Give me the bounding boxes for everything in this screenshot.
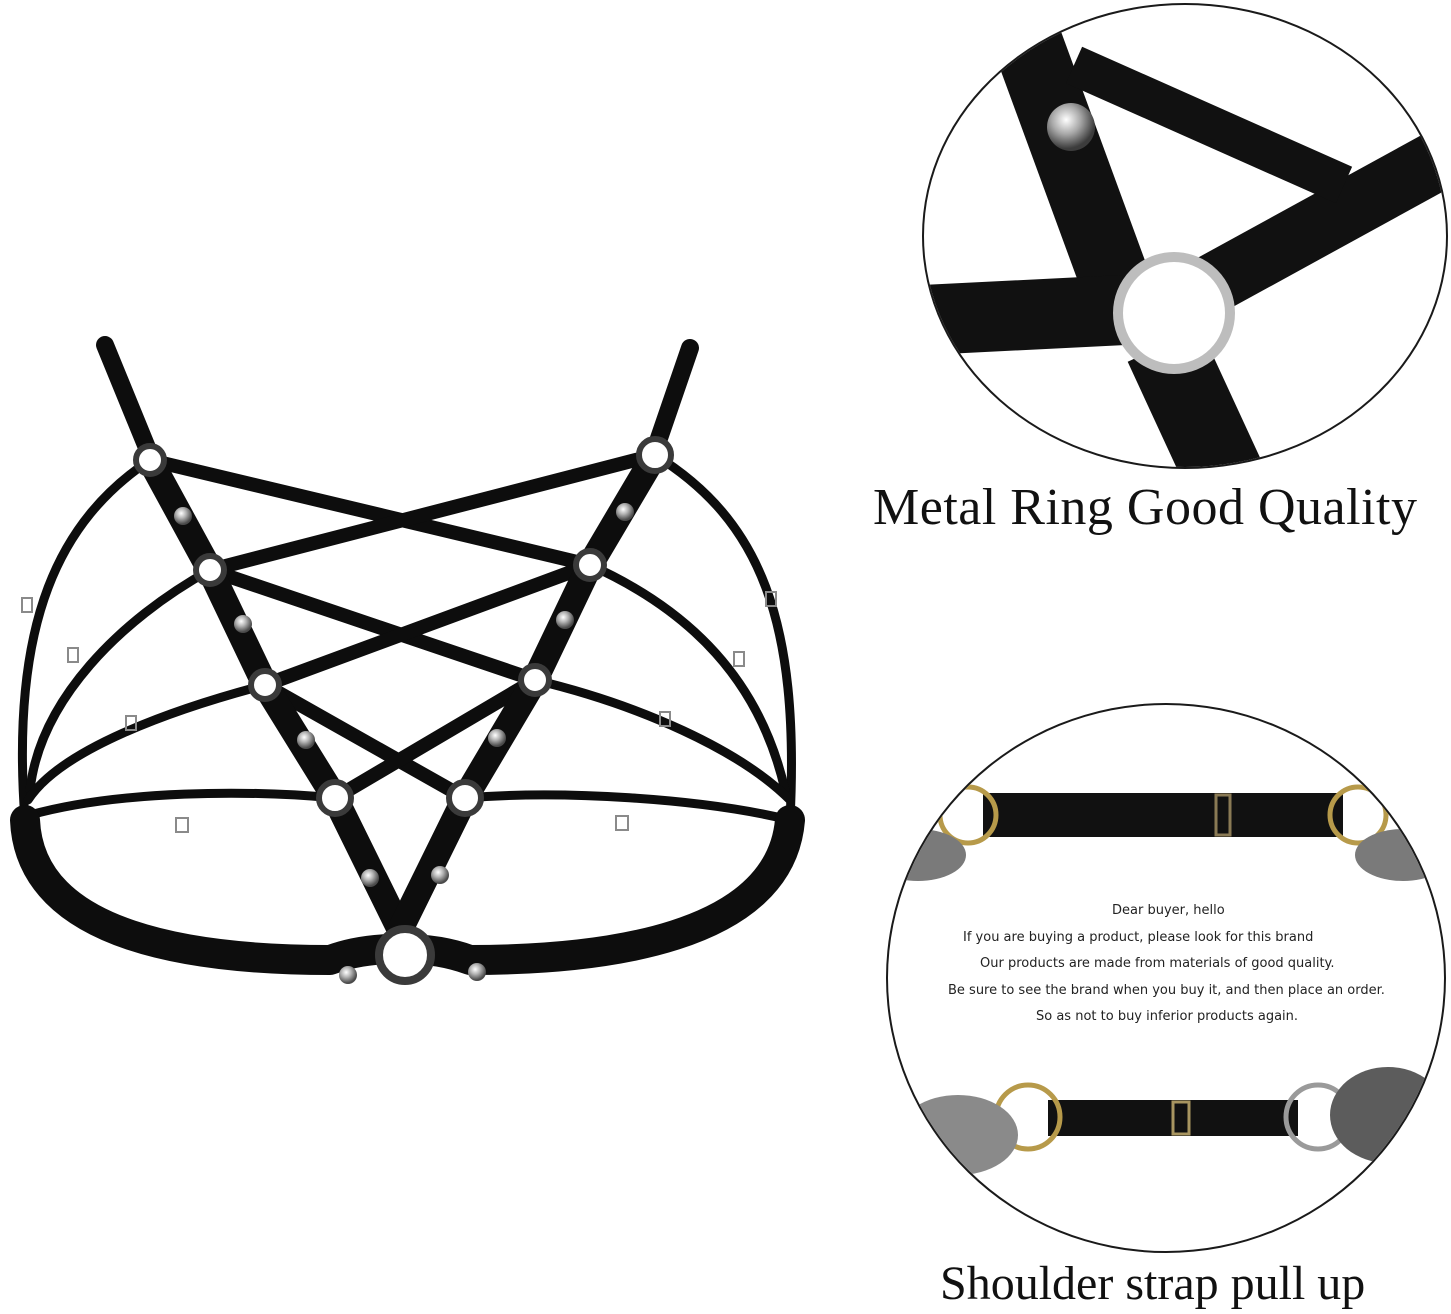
notice-line-4: Be sure to see the brand when you buy it… [948, 983, 1385, 998]
notice-line-2: If you are buying a product, please look… [963, 930, 1314, 945]
notice-line-5: So as not to buy inferior products again… [1036, 1009, 1299, 1024]
metal-ring-closeup [922, 3, 1448, 469]
metal-ring-caption: Metal Ring Good Quality [873, 479, 1418, 536]
shoulder-strap-closeup: Dear buyer, hello If you are buying a pr… [886, 703, 1446, 1253]
notice-line-1: Dear buyer, hello [1112, 903, 1225, 918]
notice-line-3: Our products are made from materials of … [980, 956, 1335, 971]
harness-product-image [10, 336, 805, 985]
shoulder-strap-caption: Shoulder strap pull up [940, 1257, 1366, 1310]
